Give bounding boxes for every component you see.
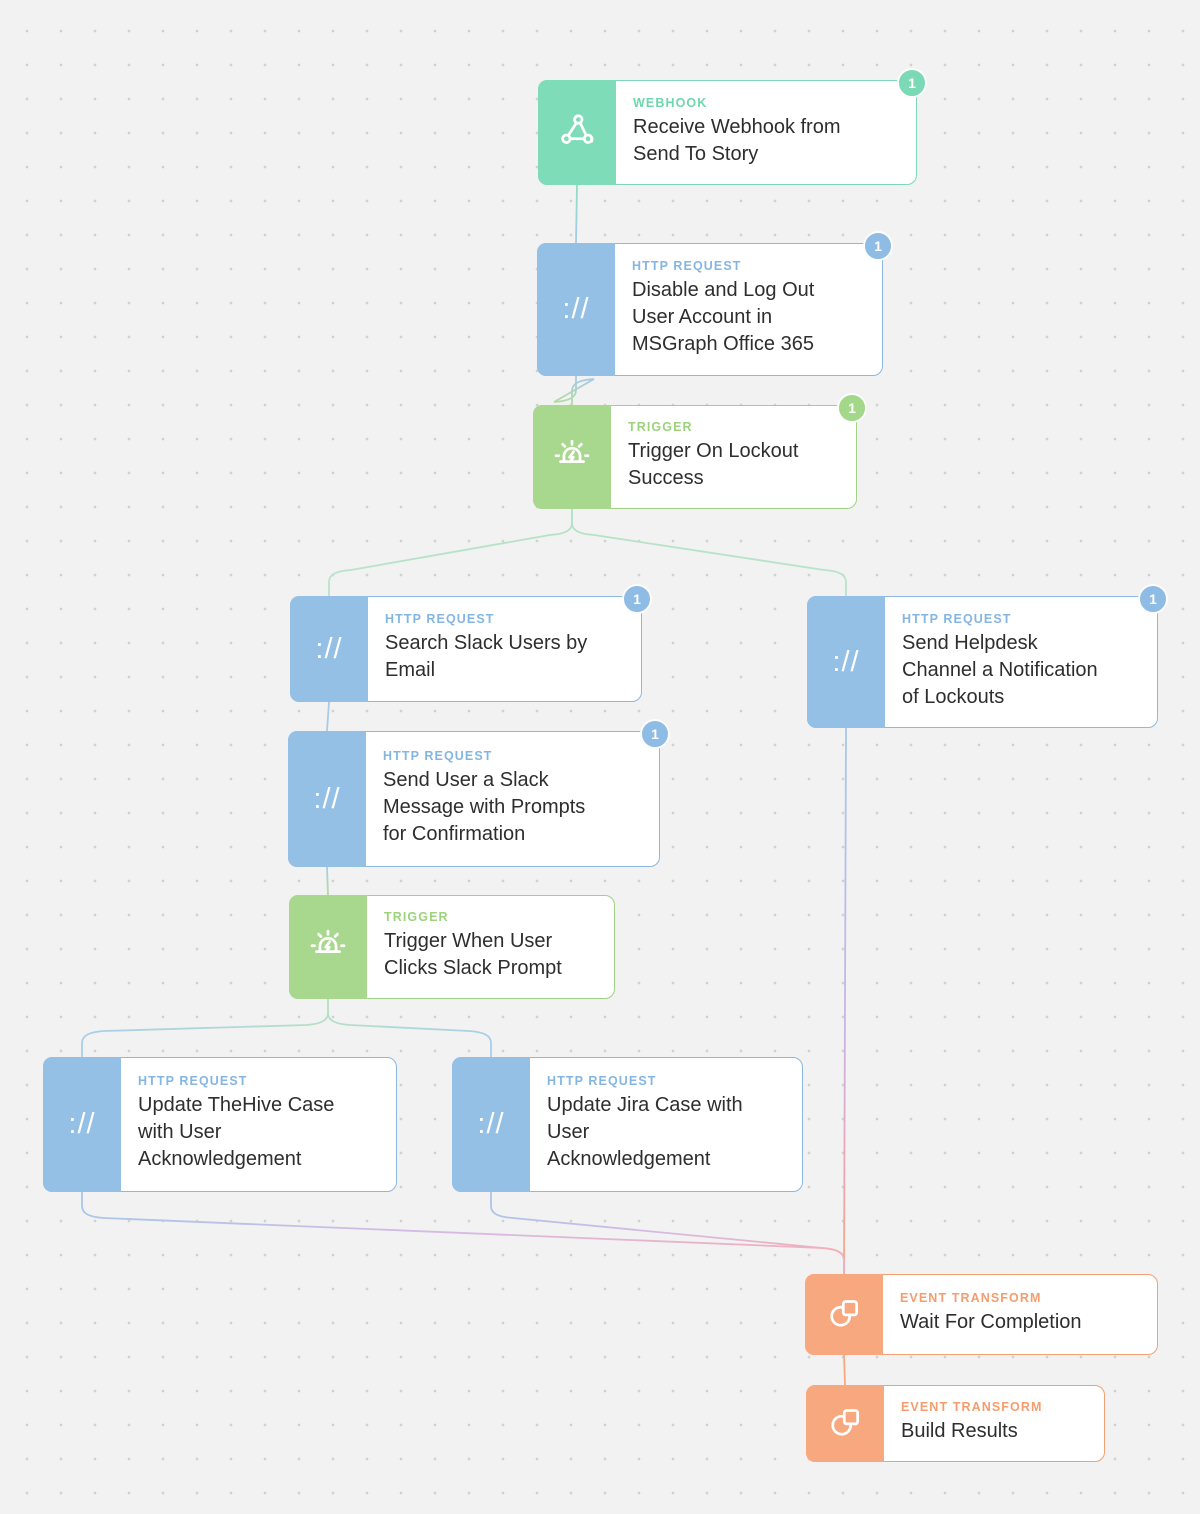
connector-trigger-on-lockout-success-to-send-helpdesk-channel-notification (571, 508, 847, 597)
node-update-jira-case[interactable]: :// HTTP REQUEST Update Jira Case with U… (452, 1057, 803, 1192)
connector-trigger-when-user-clicks-slack-prompt-to-update-jira-case (327, 998, 492, 1058)
node-disable-and-log-out-user-account[interactable]: :// HTTP REQUEST Disable and Log Out Use… (537, 231, 893, 376)
node-icon-area (806, 1385, 884, 1462)
node-type-label: HTTP REQUEST (385, 612, 495, 626)
node-icon-area (533, 405, 611, 509)
node-trigger-when-user-clicks-slack-prompt[interactable]: TRIGGER Trigger When User Clicks Slack P… (289, 895, 615, 999)
connector-trigger-on-lockout-success-to-search-slack-users-by-email (328, 508, 573, 597)
node-trigger-on-lockout-success[interactable]: TRIGGER Trigger On Lockout Success 1 (533, 393, 867, 509)
node-wait-for-completion[interactable]: EVENT TRANSFORM Wait For Completion (805, 1274, 1158, 1355)
event-count-badge[interactable]: 1 (1138, 584, 1168, 614)
node-title: Search Slack Users by Email (385, 632, 588, 681)
node-title: Update TheHive Case with User Acknowledg… (138, 1094, 335, 1170)
event-count-badge[interactable]: 1 (622, 584, 652, 614)
event-count-badge[interactable]: 1 (837, 393, 867, 423)
node-title: Receive Webhook from Send To Story (633, 115, 841, 165)
node-type-label: HTTP REQUEST (632, 259, 742, 273)
node-icon-area: :// (288, 731, 366, 867)
node-body: EVENT TRANSFORM Wait For Completion (883, 1275, 1157, 1354)
node-icon-area: :// (452, 1057, 530, 1192)
node-title: Send Helpdesk Channel a Notification of … (902, 631, 1098, 708)
connector-update-jira-case-to-wait-for-completion (490, 1191, 845, 1275)
node-icon-area (538, 80, 616, 185)
node-update-thehive-case[interactable]: :// HTTP REQUEST Update TheHive Case wit… (43, 1057, 397, 1192)
node-body: TRIGGER Trigger On Lockout Success (611, 406, 856, 508)
http-request-icon: :// (832, 645, 860, 678)
trigger-icon (550, 433, 594, 482)
node-icon-area: :// (807, 596, 885, 728)
connector-send-user-slack-message-prompts-to-trigger-when-user-clicks-slack-prompt (326, 866, 329, 896)
event-transform-icon (823, 1399, 867, 1448)
node-send-helpdesk-channel-notification[interactable]: :// HTTP REQUEST Send Helpdesk Channel a… (807, 584, 1168, 728)
node-title: Build Results (901, 1420, 1018, 1442)
event-count-badge[interactable]: 1 (863, 231, 893, 261)
webhook-icon (555, 108, 599, 157)
node-build-results[interactable]: EVENT TRANSFORM Build Results (806, 1385, 1105, 1462)
connector-update-thehive-case-to-wait-for-completion (81, 1191, 845, 1275)
node-title: Disable and Log Out User Account in MSGr… (632, 279, 815, 355)
node-icon-area (289, 895, 367, 999)
node-body: HTTP REQUEST Search Slack Users by Email (368, 597, 641, 701)
event-transform-icon (822, 1290, 866, 1339)
node-body: TRIGGER Trigger When User Clicks Slack P… (367, 896, 614, 998)
node-body: EVENT TRANSFORM Build Results (884, 1386, 1104, 1461)
event-count-badge[interactable]: 1 (640, 719, 670, 749)
node-search-slack-users-by-email[interactable]: :// HTTP REQUEST Search Slack Users by E… (290, 584, 652, 702)
connector-search-slack-users-by-email-to-send-user-slack-message-prompts (326, 701, 330, 732)
connector-trigger-when-user-clicks-slack-prompt-to-update-thehive-case (81, 998, 329, 1058)
node-type-label: HTTP REQUEST (383, 748, 493, 763)
node-icon-area: :// (43, 1057, 121, 1192)
node-type-label: WEBHOOK (633, 95, 708, 110)
node-icon-area: :// (537, 243, 615, 376)
node-body: HTTP REQUEST Send User a Slack Message w… (366, 732, 659, 866)
node-body: WEBHOOK Receive Webhook from Send To Sto… (616, 81, 916, 184)
connector-wait-for-completion-to-build-results (843, 1354, 846, 1386)
connector-disable-and-log-out-user-account-to-trigger-on-lockout-success (553, 375, 595, 406)
node-body: HTTP REQUEST Disable and Log Out User Ac… (615, 244, 882, 375)
node-body: HTTP REQUEST Send Helpdesk Channel a Not… (885, 597, 1157, 727)
node-icon-area: :// (290, 596, 368, 702)
node-type-label: TRIGGER (628, 420, 693, 434)
http-request-icon: :// (562, 293, 590, 325)
http-request-icon: :// (477, 1108, 505, 1140)
node-type-label: HTTP REQUEST (902, 611, 1012, 626)
http-request-icon: :// (313, 782, 341, 815)
node-type-label: EVENT TRANSFORM (901, 1400, 1043, 1414)
node-type-label: TRIGGER (384, 910, 449, 924)
node-title: Trigger When User Clicks Slack Prompt (384, 930, 562, 979)
http-request-icon: :// (68, 1108, 96, 1140)
node-type-label: HTTP REQUEST (547, 1074, 657, 1088)
connector-send-helpdesk-channel-notification-to-wait-for-completion (843, 727, 847, 1275)
node-send-user-slack-message-prompts[interactable]: :// HTTP REQUEST Send User a Slack Messa… (288, 719, 670, 867)
event-count-badge[interactable]: 1 (897, 68, 927, 98)
node-title: Trigger On Lockout Success (628, 440, 799, 489)
http-request-icon: :// (315, 632, 343, 665)
trigger-icon (306, 923, 350, 972)
node-body: HTTP REQUEST Update TheHive Case with Us… (121, 1058, 396, 1191)
connector-receive-webhook-from-send-to-story-to-disable-and-log-out-user-account (575, 184, 578, 244)
node-title: Send User a Slack Message with Prompts f… (383, 768, 586, 845)
node-title: Wait For Completion (900, 1311, 1082, 1333)
node-title: Update Jira Case with User Acknowledgeme… (547, 1094, 743, 1170)
node-icon-area (805, 1274, 883, 1355)
node-receive-webhook-from-send-to-story[interactable]: WEBHOOK Receive Webhook from Send To Sto… (538, 68, 927, 185)
node-body: HTTP REQUEST Update Jira Case with User … (530, 1058, 802, 1191)
node-type-label: EVENT TRANSFORM (900, 1291, 1042, 1305)
node-type-label: HTTP REQUEST (138, 1074, 248, 1088)
